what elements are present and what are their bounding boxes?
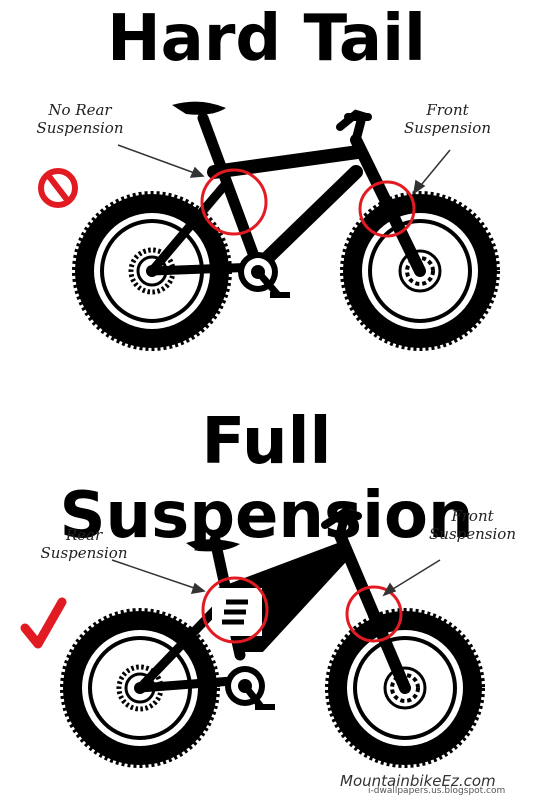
hardtail-rear-circle — [200, 168, 268, 236]
front-label-top-line2: Suspension — [404, 119, 491, 137]
front-label-bottom-line2: Suspension — [429, 525, 516, 543]
hardtail-frame — [147, 112, 426, 277]
fullsus-front-circle — [345, 585, 403, 643]
full-suspension-title: Full Suspension — [59, 405, 474, 553]
rear-label-line1: Rear — [65, 526, 103, 544]
hardtail-arrows — [117, 144, 451, 195]
hardtail-handlebar — [336, 109, 370, 131]
no-rear-label-line1: No Rear — [48, 101, 112, 119]
rear-label-line2: Suspension — [40, 544, 128, 562]
hardtail-saddle — [172, 101, 226, 115]
front-suspension-label-top: Front Suspension — [385, 101, 510, 137]
hardtail-front-circle — [358, 180, 416, 238]
no-rear-label-line2: Suspension — [36, 119, 124, 137]
front-label-bottom-line1: Front — [451, 507, 494, 525]
hard-tail-bike — [38, 101, 500, 351]
fullsus-handlebar — [321, 507, 362, 529]
rear-suspension-label: Rear Suspension — [28, 526, 140, 562]
front-suspension-label-bottom: Front Suspension — [410, 507, 533, 543]
fullsus-crankset — [225, 666, 275, 711]
watermark: i-dwallpapers.us.blogspot.com — [368, 786, 506, 796]
brand-footer: MountainbikeEz.com — [340, 772, 496, 790]
check-icon — [20, 597, 67, 649]
full-suspension-bike — [20, 507, 485, 768]
rear-shock — [222, 599, 248, 625]
fullsus-arrows — [111, 559, 441, 597]
fullsus-saddle — [186, 539, 240, 552]
hard-tail-title: Hard Tail — [107, 2, 426, 76]
hardtail-crankset — [238, 252, 290, 298]
front-label-top-line1: Front — [426, 101, 469, 119]
no-rear-suspension-label: No Rear Suspension — [20, 101, 140, 137]
fullsus-rear-circle — [201, 576, 269, 644]
no-icon — [38, 168, 78, 208]
